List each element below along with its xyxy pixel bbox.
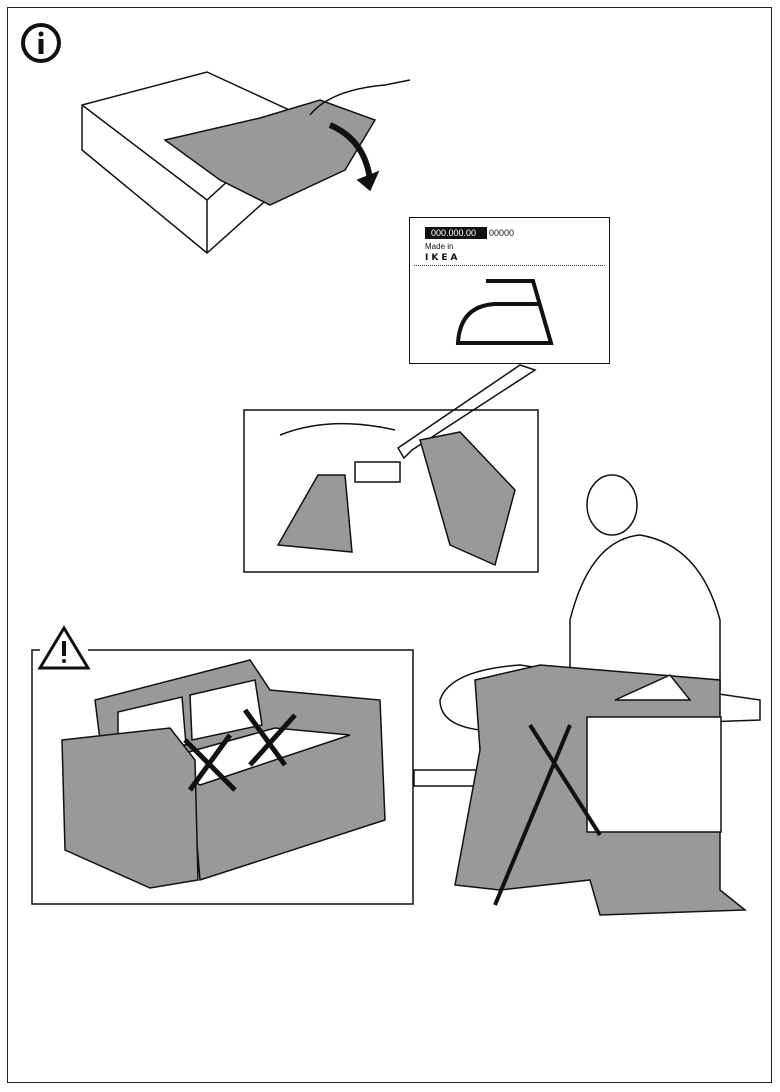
ikea-logo: IKEA xyxy=(425,253,461,263)
ironing-scene xyxy=(439,474,761,916)
pointer-arrow xyxy=(396,364,537,460)
box-unpacking xyxy=(81,71,411,254)
warning-icon xyxy=(37,625,91,670)
article-number: 000.000.00 xyxy=(425,227,487,239)
made-in-text: Made in xyxy=(425,242,454,251)
tag-detail-frame xyxy=(243,409,539,573)
dotted-divider xyxy=(414,265,605,266)
tag-detail xyxy=(276,422,516,567)
iron-icon xyxy=(455,279,554,345)
label-code: 00000 xyxy=(489,228,515,238)
care-label: 000.000.00 00000 Made in IKEA xyxy=(409,217,610,364)
instruction-page xyxy=(7,7,772,1083)
info-icon xyxy=(21,23,61,63)
sofa-illustration xyxy=(61,659,386,889)
